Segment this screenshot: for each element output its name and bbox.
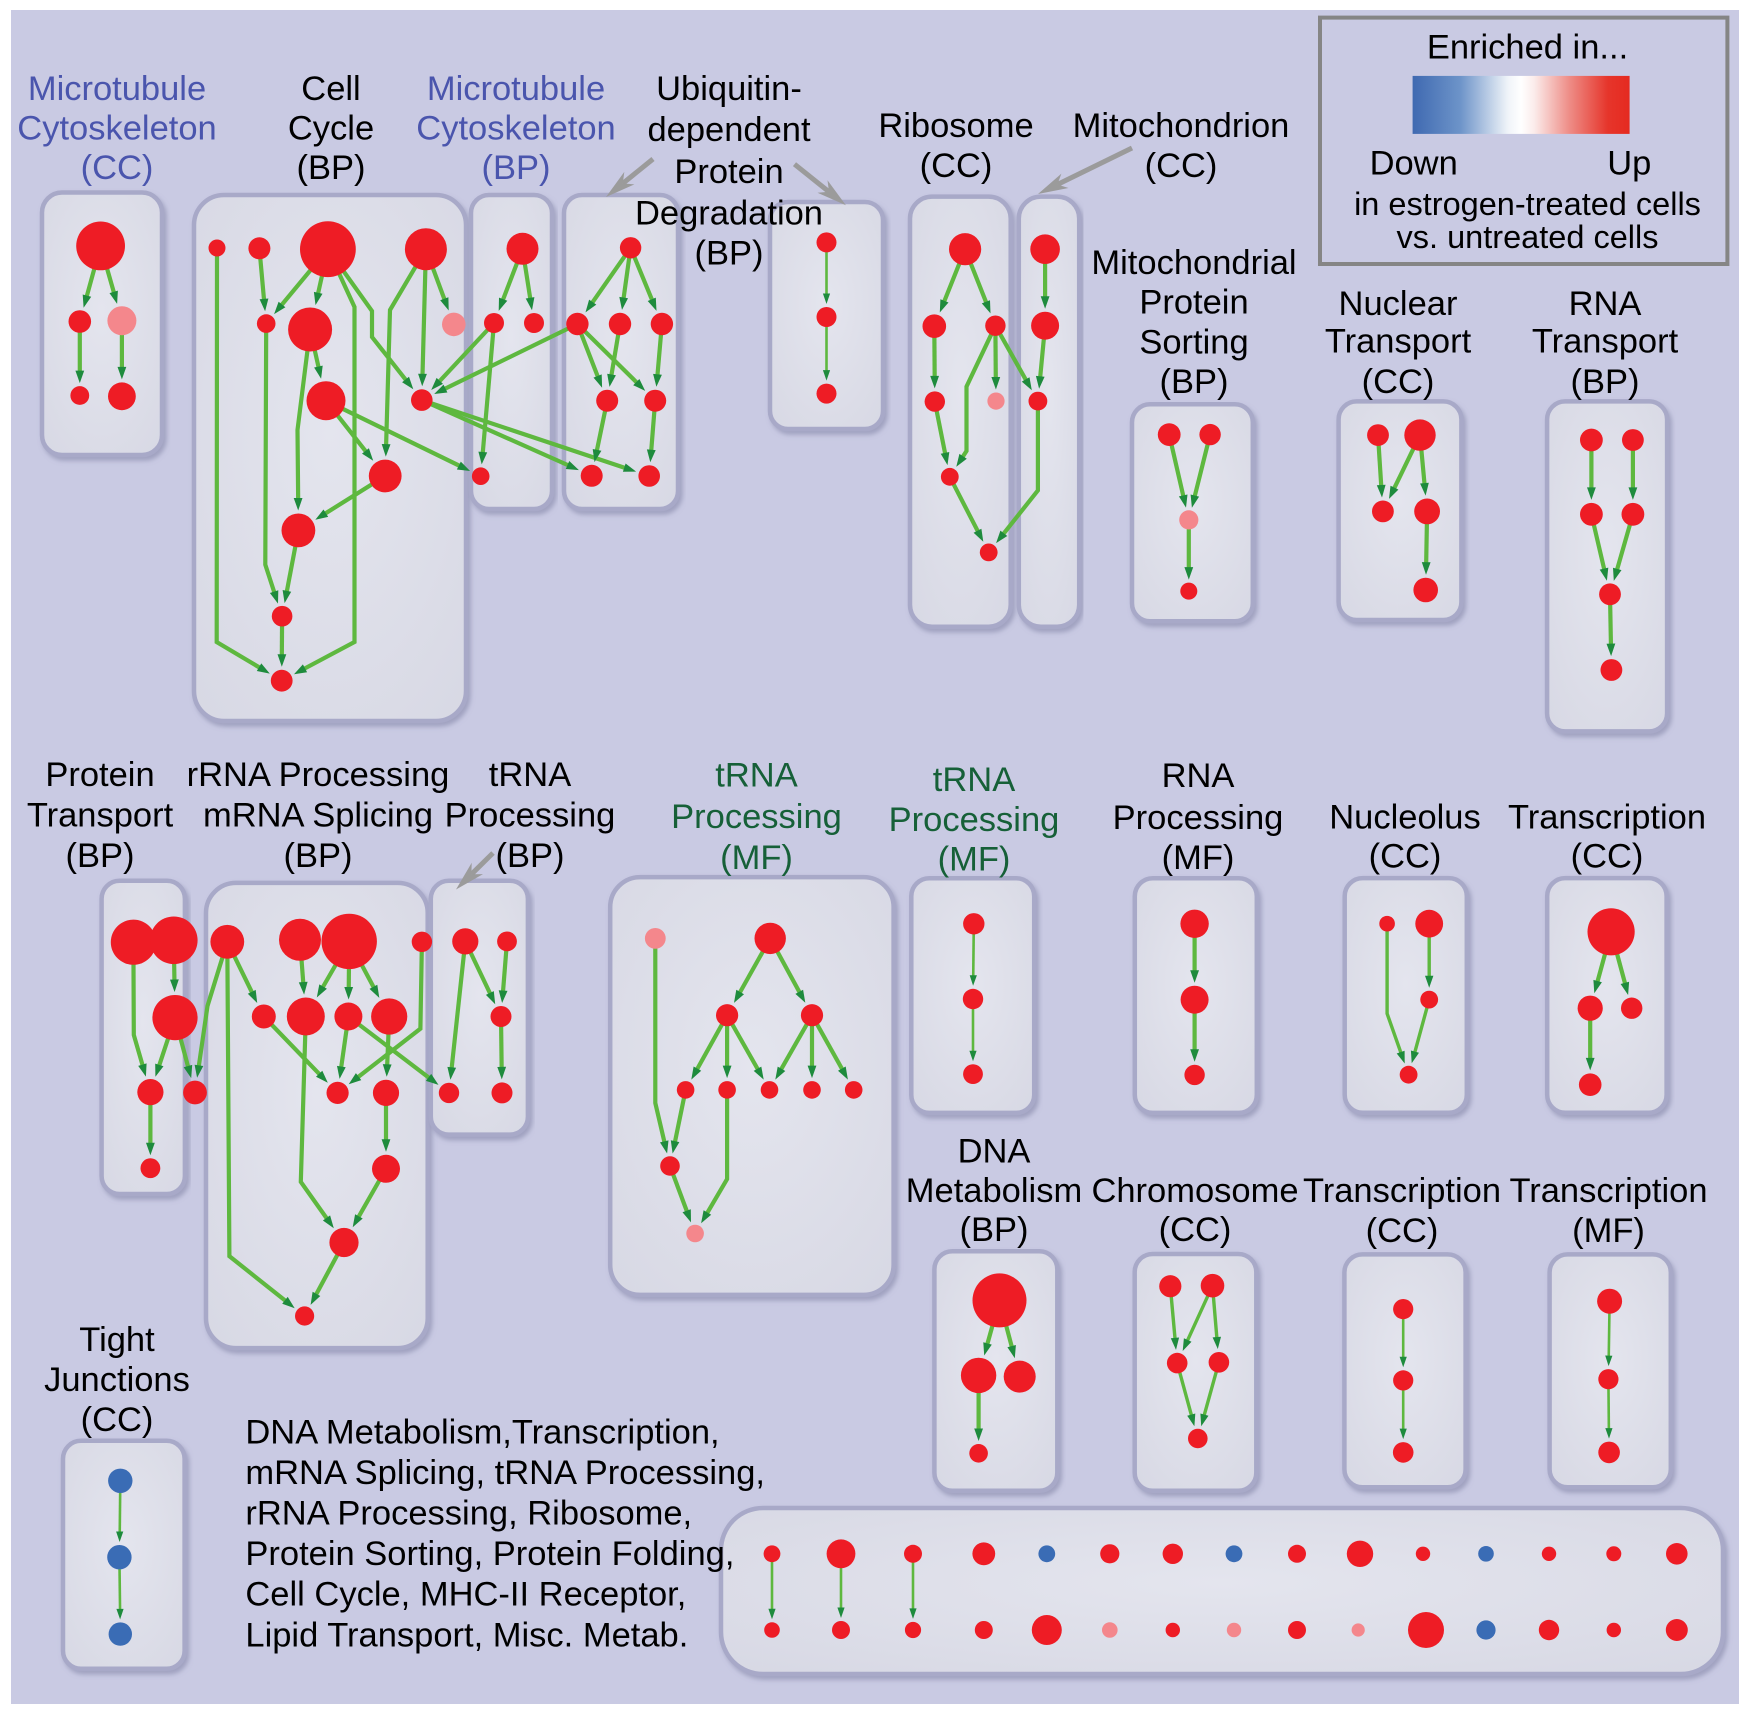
svg-text:(MF): (MF) [1162,839,1235,877]
svg-text:Transcription: Transcription [1508,799,1706,837]
svg-text:Transport: Transport [1532,323,1679,361]
svg-text:Cytoskeleton: Cytoskeleton [416,110,615,148]
svg-text:Ribosome: Ribosome [878,107,1033,145]
svg-text:Microtubule: Microtubule [427,70,605,108]
svg-text:vs. untreated cells: vs. untreated cells [1397,219,1659,255]
svg-text:Mitochondrion: Mitochondrion [1073,107,1290,145]
svg-text:Tight: Tight [79,1321,155,1359]
svg-text:(CC): (CC) [81,1401,154,1439]
svg-text:(CC): (CC) [81,149,154,187]
svg-text:Cytoskeleton: Cytoskeleton [17,110,216,148]
svg-text:Degradation: Degradation [635,195,823,233]
svg-text:Processing: Processing [671,798,842,836]
svg-text:Cycle: Cycle [288,110,374,148]
svg-text:Processing: Processing [445,797,616,835]
svg-text:Up: Up [1607,144,1651,182]
svg-text:Junctions: Junctions [44,1361,190,1399]
svg-text:DNA Metabolism,Transcription,: DNA Metabolism,Transcription, [245,1413,719,1451]
svg-text:Microtubule: Microtubule [28,70,206,108]
svg-text:(BP): (BP) [482,149,551,187]
svg-text:Transcription: Transcription [1509,1172,1707,1210]
svg-text:tRNA: tRNA [715,757,797,795]
svg-text:(BP): (BP) [1160,363,1229,401]
svg-text:(BP): (BP) [960,1211,1029,1249]
svg-text:Processing: Processing [1113,799,1284,837]
svg-text:(MF): (MF) [720,839,793,877]
svg-text:(MF): (MF) [938,841,1011,879]
svg-text:rRNA Processing, Ribosome,: rRNA Processing, Ribosome, [245,1495,692,1533]
svg-text:DNA: DNA [958,1133,1031,1171]
svg-text:Down: Down [1370,144,1458,182]
svg-text:Lipid Transport, Misc. Metab.: Lipid Transport, Misc. Metab. [245,1616,688,1654]
svg-text:(BP): (BP) [496,837,565,875]
svg-text:Nucleolus: Nucleolus [1329,799,1481,837]
svg-text:(CC): (CC) [1145,147,1218,185]
svg-text:Nuclear: Nuclear [1339,285,1458,323]
svg-text:Protein Sorting, Protein Foldi: Protein Sorting, Protein Folding, [245,1535,734,1573]
svg-text:(CC): (CC) [1366,1212,1439,1250]
svg-text:Ubiquitin-: Ubiquitin- [656,70,802,108]
svg-text:Chromosome: Chromosome [1091,1172,1298,1210]
svg-text:RNA: RNA [1569,285,1642,323]
svg-text:(BP): (BP) [66,837,135,875]
svg-text:Transport: Transport [1325,323,1472,361]
svg-text:in estrogen-treated cells: in estrogen-treated cells [1354,186,1701,222]
svg-text:(BP): (BP) [695,235,764,273]
svg-text:(CC): (CC) [1571,838,1644,876]
svg-text:(CC): (CC) [1369,838,1442,876]
svg-text:(CC): (CC) [920,147,993,185]
svg-text:Enriched in...: Enriched in... [1427,29,1628,67]
svg-text:Transport: Transport [27,797,174,835]
svg-text:Transcription: Transcription [1303,1172,1501,1210]
svg-text:(CC): (CC) [1362,363,1435,401]
svg-text:RNA: RNA [1162,757,1235,795]
svg-text:Processing: Processing [889,801,1060,839]
svg-text:Cell Cycle, MHC-II Receptor,: Cell Cycle, MHC-II Receptor, [245,1576,686,1614]
svg-text:Metabolism: Metabolism [906,1172,1082,1210]
svg-text:Protein: Protein [1139,284,1248,322]
svg-text:rRNA Processing: rRNA Processing [187,756,450,794]
svg-text:(BP): (BP) [1571,363,1640,401]
svg-text:(BP): (BP) [284,837,353,875]
svg-text:Protein: Protein [45,756,154,794]
svg-text:mRNA Splicing, tRNA Processing: mRNA Splicing, tRNA Processing, [245,1454,765,1492]
svg-text:Protein: Protein [674,153,783,191]
svg-text:dependent: dependent [647,111,810,149]
svg-text:mRNA Splicing: mRNA Splicing [203,797,433,835]
svg-text:tRNA: tRNA [933,761,1015,799]
svg-text:(CC): (CC) [1159,1211,1232,1249]
svg-text:(MF): (MF) [1572,1212,1645,1250]
svg-text:tRNA: tRNA [489,756,571,794]
svg-text:Cell: Cell [301,70,360,108]
svg-text:Mitochondrial: Mitochondrial [1091,244,1296,282]
svg-text:(BP): (BP) [297,149,366,187]
svg-text:Sorting: Sorting [1139,324,1248,362]
